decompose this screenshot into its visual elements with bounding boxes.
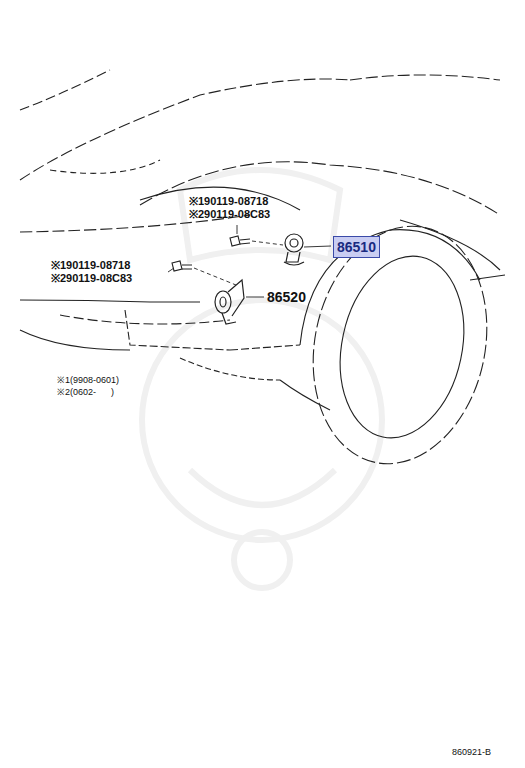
figure-code: 860921-B [452,747,491,758]
part-number: ※290119-08C83 [51,272,132,285]
watermark [142,170,382,588]
part-number: ※190119-08718 [189,195,268,208]
date-note: ※2(0602- ) [57,387,114,398]
part-number: ※290119-08C83 [189,208,270,221]
callout-box: 86510 [333,236,380,258]
horn-high [284,234,304,265]
date-note: ※1(9908-0601) [57,375,119,386]
bolt [172,236,250,271]
callout-number: 86520 [267,289,306,305]
leader-line [168,225,331,297]
horn-low [215,280,244,324]
callout-number: 86510 [337,239,376,255]
part-number: ※190119-08718 [51,259,130,272]
